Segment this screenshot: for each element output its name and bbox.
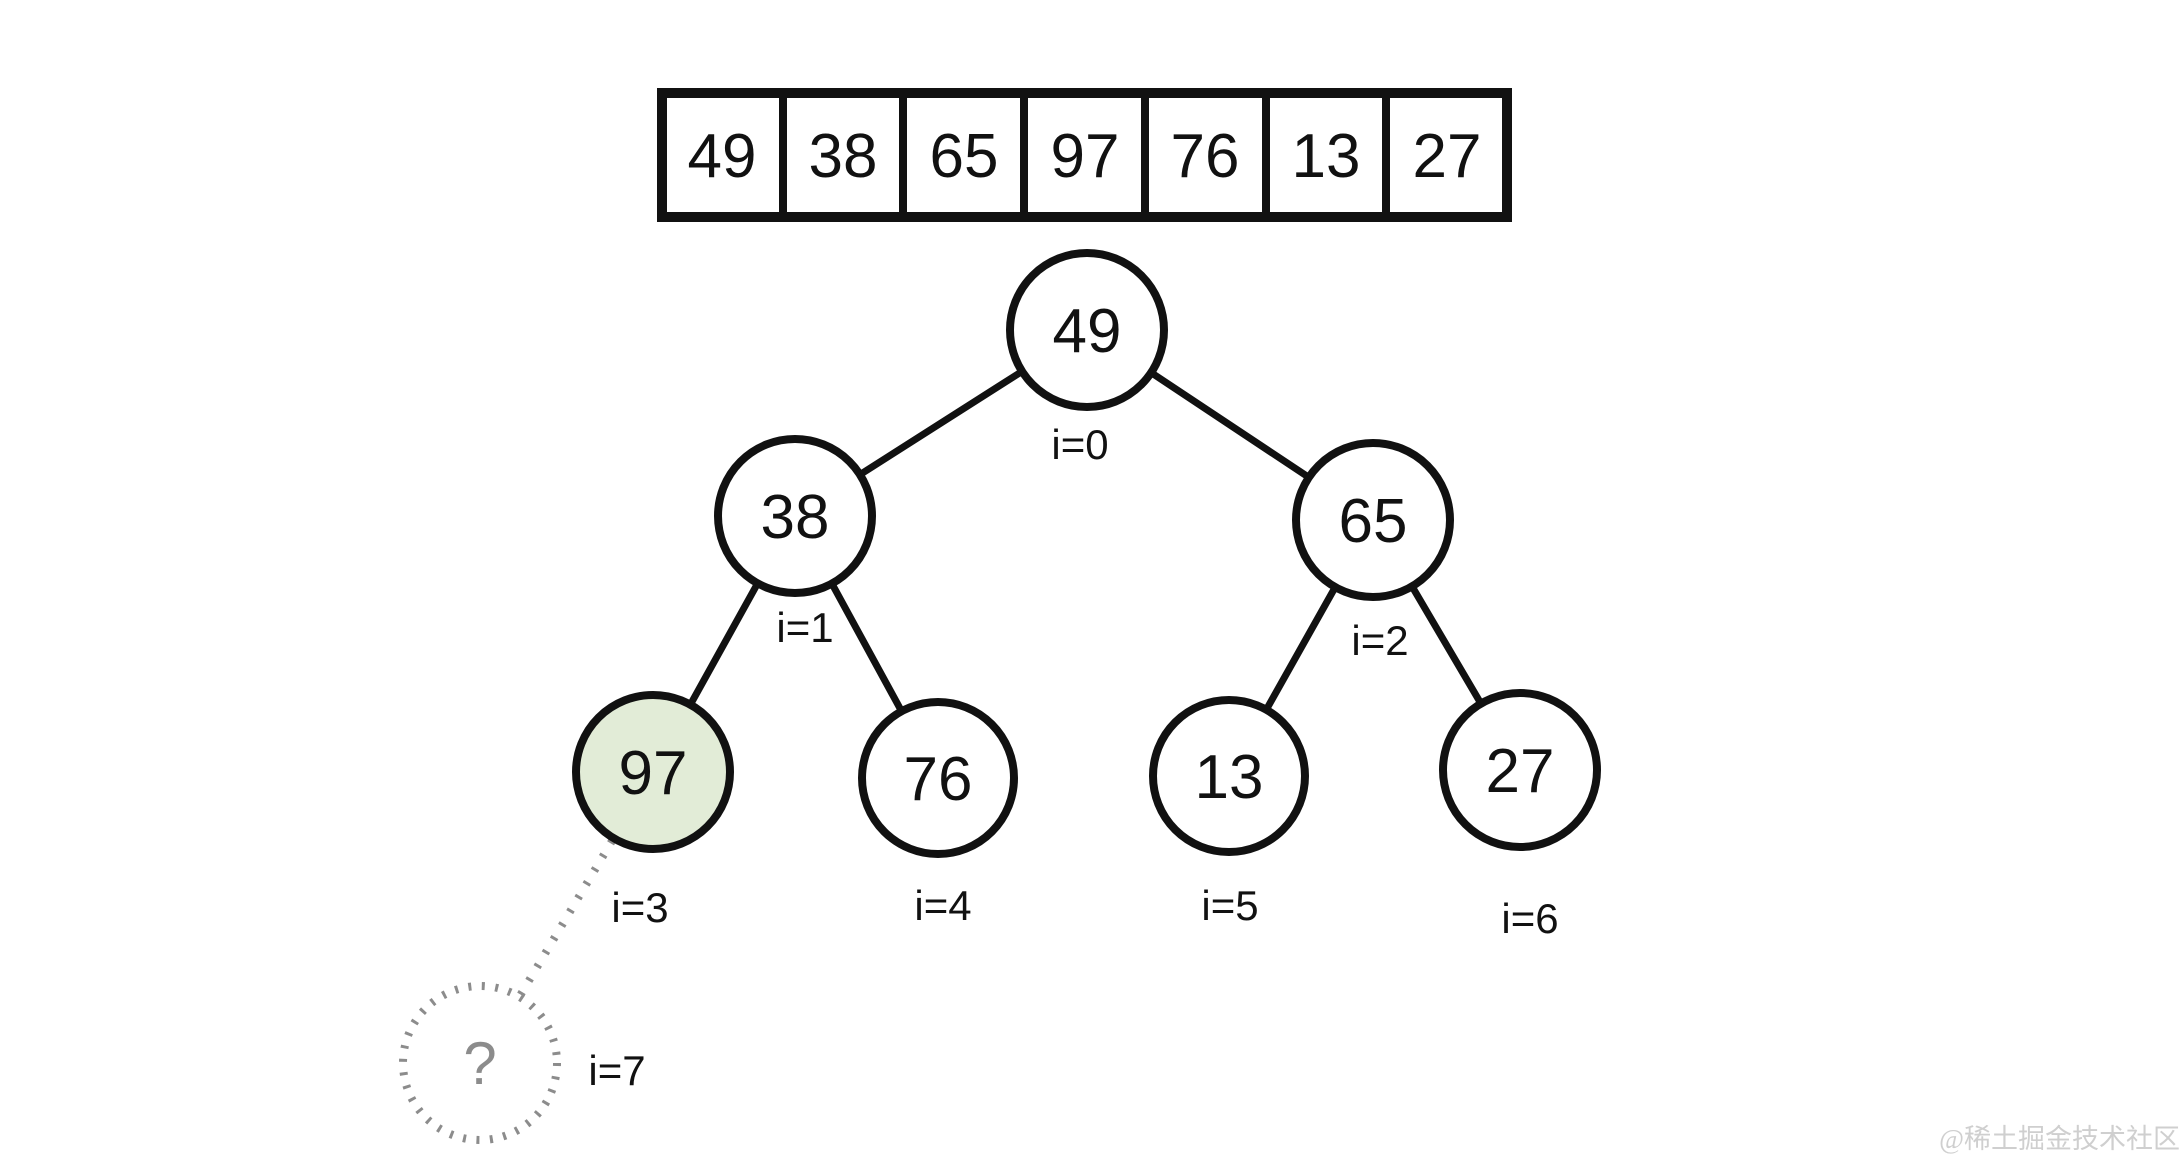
node-value: 97 [619, 739, 688, 808]
node-index-label: i=3 [611, 884, 668, 931]
array: 49 38 65 97 76 13 27 [657, 88, 1512, 222]
array-border [657, 88, 1512, 222]
tree-node-left: 38 i=1 [714, 435, 876, 651]
question-mark: ? [463, 1030, 496, 1097]
array-cell: 38 [809, 122, 878, 191]
node-circle [714, 435, 876, 597]
array-cell: 49 [688, 122, 757, 191]
tree-node-placeholder: ? i=7 [399, 982, 646, 1144]
array-cell-value: 65 [930, 122, 999, 191]
node-circle [1292, 439, 1454, 601]
node-value: 38 [761, 483, 830, 552]
placeholder-node-circle [399, 982, 561, 1144]
node-index-label: i=5 [1201, 882, 1258, 929]
array-cell: 65 [930, 122, 999, 191]
node-circle [1149, 696, 1309, 856]
array-cell-value: 13 [1292, 122, 1361, 191]
tree-node-highlighted: 97 i=3 [572, 691, 734, 931]
node-index-label: i=1 [776, 604, 833, 651]
node-value: 65 [1339, 487, 1408, 556]
array-cell-value: 97 [1051, 122, 1120, 191]
tree-node-root: 49 i=0 [1006, 249, 1168, 468]
array-cell-value: 49 [688, 122, 757, 191]
array-cell: 27 [1413, 122, 1482, 191]
node-circle [1439, 689, 1601, 851]
tree-node: 76 i=4 [858, 698, 1018, 929]
node-circle [1006, 249, 1168, 411]
tree-node: 27 i=6 [1439, 689, 1601, 942]
array-cell-value: 27 [1413, 122, 1482, 191]
node-circle-highlighted [572, 691, 734, 853]
node-index-label: i=7 [588, 1047, 645, 1094]
array-cell: 76 [1171, 122, 1240, 191]
array-cell-value: 38 [809, 122, 878, 191]
watermark: @稀土掘金技术社区 [1939, 1124, 2180, 1154]
tree-node: 13 i=5 [1149, 696, 1309, 929]
node-index-label: i=0 [1051, 421, 1108, 468]
tree-node-right: 65 i=2 [1292, 439, 1454, 664]
node-value: 13 [1195, 743, 1264, 812]
node-value: 49 [1053, 297, 1122, 366]
array-cell-value: 76 [1171, 122, 1240, 191]
node-index-label: i=4 [914, 882, 971, 929]
node-index-label: i=6 [1501, 895, 1558, 942]
array-cell: 97 [1051, 122, 1120, 191]
node-circle [858, 698, 1018, 858]
array-cell: 13 [1292, 122, 1361, 191]
node-value: 27 [1486, 737, 1555, 806]
node-index-label: i=2 [1351, 617, 1408, 664]
node-value: 76 [904, 745, 973, 814]
